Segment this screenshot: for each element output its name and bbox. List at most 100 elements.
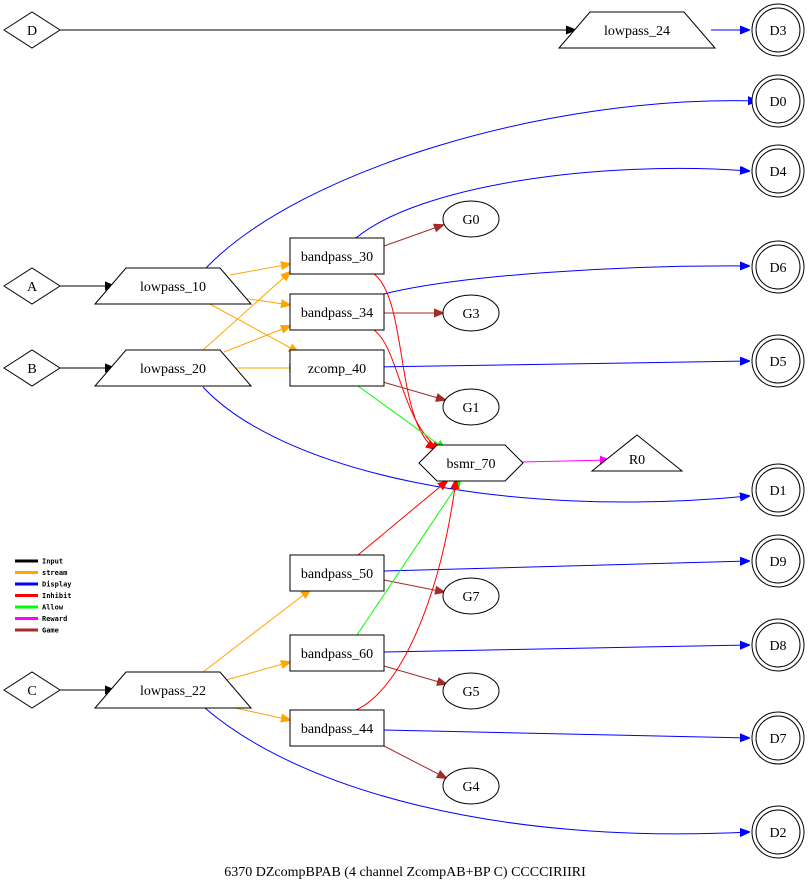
node-d1: D1: [751, 463, 805, 517]
legend-label: stream: [42, 569, 67, 577]
node-label: G3: [462, 307, 479, 322]
node-bandpass-34: bandpass_34: [289, 293, 385, 331]
node-label: bandpass_60: [301, 647, 373, 662]
node-lowpass-24: lowpass_24: [557, 11, 717, 49]
edge-zcomp-40-to-g1: [375, 379, 445, 400]
node-d0: D0: [751, 74, 805, 128]
edge-lowpass-10-to-d0: [205, 101, 757, 269]
node-label: lowpass_20: [140, 362, 206, 377]
edge-lowpass-10-to-bandpass-30: [229, 264, 290, 276]
node-label: R0: [629, 453, 645, 468]
node-r0: R0: [590, 434, 684, 472]
node-label: D: [27, 24, 37, 39]
node-g4: G4: [442, 767, 500, 805]
edge-lowpass-22-to-d2: [204, 707, 749, 834]
edge-bandpass-60-to-g5: [383, 665, 446, 684]
node-label: G4: [462, 780, 479, 795]
node-c: C: [3, 671, 61, 709]
node-label: G5: [462, 685, 479, 700]
node-g7: G7: [442, 577, 500, 615]
node-bsmr-70: bsmr_70: [418, 444, 524, 482]
legend-item-display: Display: [15, 581, 72, 589]
node-label: bandpass_50: [301, 567, 373, 582]
node-bandpass-44: bandpass_44: [289, 709, 385, 747]
legend-label: Inhibit: [42, 592, 72, 600]
node-d4: D4: [751, 144, 805, 198]
legend-label: Reward: [42, 615, 67, 623]
legend-label: Game: [42, 627, 59, 635]
node-label: C: [27, 684, 36, 699]
node-label: B: [27, 362, 36, 377]
edge-bandpass-50-to-bsmr-70: [357, 481, 447, 556]
node-label: lowpass_22: [140, 684, 206, 699]
edge-bandpass-60-to-d8: [383, 645, 749, 653]
node-zcomp-40: zcomp_40: [289, 349, 385, 387]
node-g5: G5: [442, 672, 500, 710]
node-label: A: [27, 280, 38, 295]
legend-item-reward: Reward: [15, 615, 67, 623]
edge-zcomp-40-to-d5: [375, 361, 749, 368]
node-b: B: [3, 349, 61, 387]
node-label: zcomp_40: [308, 362, 366, 377]
node-d8: D8: [751, 618, 805, 672]
node-label: bandpass_30: [301, 250, 373, 265]
node-lowpass-20: lowpass_20: [93, 349, 253, 387]
node-lowpass-10: lowpass_10: [93, 267, 253, 305]
node-label: D5: [769, 355, 786, 370]
node-label: D2: [769, 826, 786, 841]
node-label: G0: [462, 213, 479, 228]
edges-layer: [60, 30, 757, 834]
legend-label: Allow: [42, 604, 64, 612]
node-g0: G0: [442, 200, 500, 238]
node-d2: D2: [751, 805, 805, 859]
node-bandpass-50: bandpass_50: [289, 554, 385, 592]
edge-lowpass-22-to-bandpass-60: [225, 662, 290, 681]
edge-lowpass-20-to-bandpass-34: [223, 326, 290, 353]
edge-bandpass-50-to-d9: [383, 561, 749, 572]
edge-bandpass-44-to-d7: [383, 729, 749, 738]
legend-item-input: Input: [15, 558, 63, 566]
node-d6: D6: [751, 240, 805, 294]
node-g3: G3: [442, 294, 500, 332]
node-lowpass-22: lowpass_22: [93, 671, 253, 709]
node-label: D4: [769, 165, 786, 180]
node-label: D7: [769, 732, 786, 747]
node-label: bandpass_34: [301, 306, 373, 321]
diagram-caption: 6370 DZcompBPAB (4 channel ZcompAB+BP C)…: [224, 865, 586, 880]
node-d5: D5: [751, 334, 805, 388]
legend-item-stream: stream: [15, 569, 67, 577]
node-label: lowpass_24: [604, 24, 670, 39]
node-d: D: [3, 11, 61, 49]
node-g1: G1: [442, 388, 500, 426]
node-label: bandpass_44: [301, 722, 373, 737]
node-label: bsmr_70: [447, 457, 496, 472]
legend-label: Display: [42, 581, 72, 589]
edge-bandpass-44-to-bsmr-70: [355, 480, 456, 711]
node-d9: D9: [751, 534, 805, 588]
edge-bandpass-30-to-g0: [383, 225, 443, 247]
node-label: G1: [462, 401, 479, 416]
legend-label: Input: [42, 558, 63, 566]
edge-bandpass-34-to-d6: [383, 266, 749, 295]
node-label: D9: [769, 555, 786, 570]
edge-bandpass-50-to-g7: [383, 579, 444, 592]
legend-item-inhibit: Inhibit: [15, 592, 72, 600]
edge-bandpass-34-to-bsmr-70: [373, 329, 440, 450]
node-a: A: [3, 267, 61, 305]
node-label: D3: [769, 24, 786, 39]
edge-bandpass-30-to-bsmr-70: [373, 273, 435, 449]
node-bandpass-30: bandpass_30: [289, 237, 385, 275]
edge-bandpass-44-to-g4: [383, 745, 446, 778]
edge-bandpass-60-to-bsmr-70: [356, 481, 460, 636]
edge-zcomp-40-to-bsmr-70: [357, 385, 445, 449]
node-label: D6: [769, 261, 786, 276]
edge-bandpass-30-to-d4: [355, 168, 749, 239]
edge-lowpass-20-to-bandpass-30: [202, 272, 290, 351]
edge-bsmr-70-to-r0: [521, 460, 609, 462]
legend-item-game: Game: [15, 627, 59, 635]
node-d7: D7: [751, 711, 805, 765]
edge-lowpass-22-to-bandpass-50: [202, 590, 310, 673]
node-label: D1: [769, 484, 786, 499]
